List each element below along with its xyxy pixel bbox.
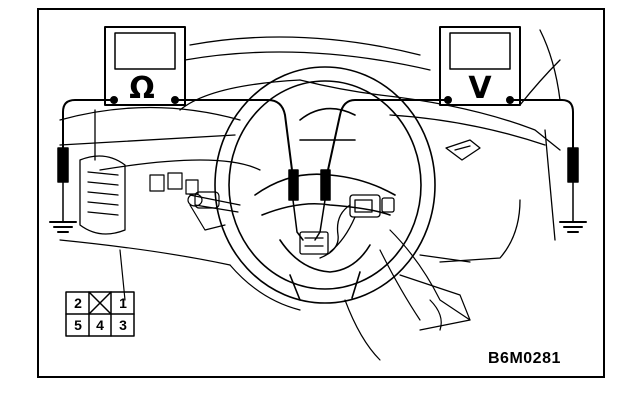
empty-pin-cross-icon <box>88 291 112 315</box>
right-vent <box>445 139 481 161</box>
center-console <box>344 229 471 361</box>
probe-right-ground <box>567 147 579 223</box>
voltmeter-leads <box>327 99 574 171</box>
probe-volt-connector <box>314 169 331 241</box>
ground-icon <box>559 221 587 233</box>
probe-ohm-connector <box>288 169 304 241</box>
diagram-frame <box>37 8 605 378</box>
pin-4-label: 4 <box>96 317 104 333</box>
voltmeter <box>439 26 521 106</box>
probe-left-ground <box>57 147 69 223</box>
steering-wheel <box>214 66 436 304</box>
switch-panel <box>149 172 226 231</box>
airbag-connector <box>299 194 395 259</box>
pin-3-label: 3 <box>119 317 127 333</box>
pin-5-label: 5 <box>74 317 82 333</box>
connector-pin-diagram <box>65 291 135 337</box>
ground-icon <box>49 221 77 233</box>
pin-1-label: 1 <box>119 295 127 311</box>
diagram-code: B6M0281 <box>488 350 561 367</box>
voltmeter-symbol: V <box>468 71 492 106</box>
pin-2-label: 2 <box>74 295 82 311</box>
ohmmeter-leads <box>62 99 293 171</box>
ohmmeter <box>104 26 186 106</box>
ohmmeter-symbol: Ω <box>129 71 155 106</box>
column-stalk <box>187 193 241 213</box>
left-air-vent <box>79 155 126 235</box>
